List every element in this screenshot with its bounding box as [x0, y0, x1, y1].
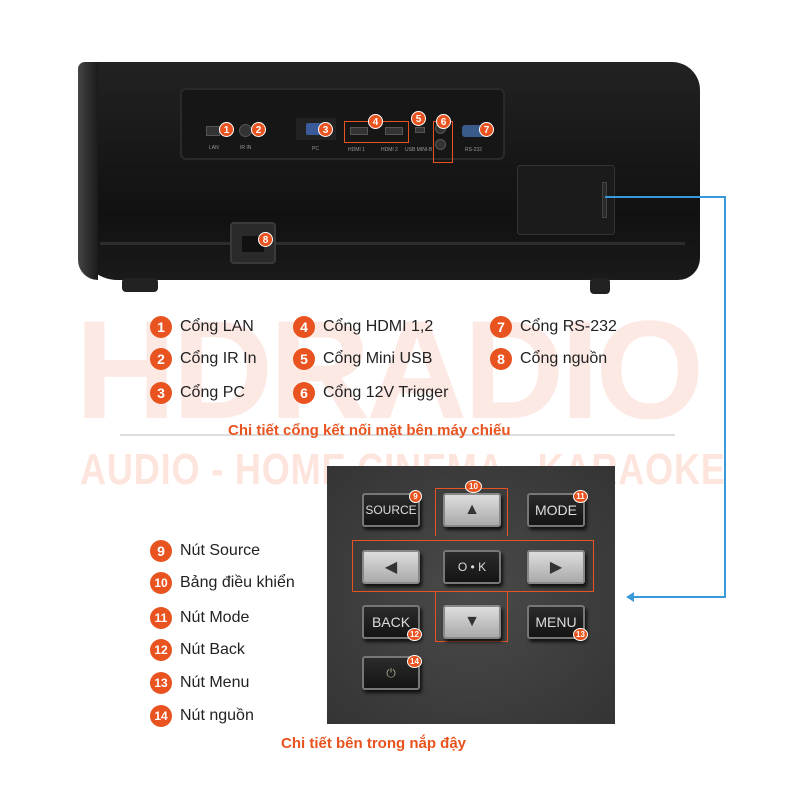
port-label: RS-232	[465, 147, 482, 153]
port-label: PC	[312, 146, 319, 152]
callout-badge: 12	[407, 628, 422, 641]
port-label: USB MINI-B	[405, 147, 433, 153]
port-label: LAN	[209, 145, 219, 151]
callout-badge: 14	[407, 655, 422, 668]
trigger-port-2	[435, 139, 446, 150]
connector-line	[632, 596, 726, 598]
callout-badge: 5	[411, 111, 426, 126]
dpad-highlight	[352, 540, 594, 592]
right-button[interactable]: ▶	[527, 550, 585, 584]
left-button[interactable]: ◀	[362, 550, 420, 584]
connector-line	[605, 196, 726, 198]
ir-port	[239, 124, 252, 137]
port-cover	[517, 165, 615, 235]
hdmi1-port	[350, 127, 368, 135]
ports-caption: Chi tiết cổng kết nối mặt bên máy chiếu	[228, 422, 511, 439]
divider	[120, 434, 675, 436]
port-label: HDMI 2	[381, 147, 398, 153]
arrow-icon	[626, 592, 634, 602]
usb-port	[415, 127, 425, 133]
watermark-logo: HDRADIO	[75, 291, 704, 448]
lan-port	[206, 126, 220, 136]
panel-caption: Chi tiết bên trong nắp đậy	[281, 735, 467, 752]
callout-badge: 6	[436, 114, 451, 129]
callout-badge: 7	[479, 122, 494, 137]
port-label: IR IN	[240, 145, 252, 151]
projector-foot	[122, 278, 158, 292]
callout-badge: 11	[573, 490, 588, 503]
callout-badge: 9	[409, 490, 422, 503]
connector-line	[724, 196, 726, 597]
callout-badge: 1	[219, 122, 234, 137]
callout-badge: 4	[368, 114, 383, 129]
up-button[interactable]: ▲	[443, 493, 501, 527]
projector-groove	[100, 242, 685, 245]
dpad-highlight	[435, 592, 508, 642]
port-label: HDMI 1	[348, 147, 365, 153]
callout-badge: 10	[465, 480, 482, 493]
hdmi2-port	[385, 127, 403, 135]
port-panel: LAN IR IN PC HDMI 1 HDMI 2 USB MINI-B RS…	[180, 88, 505, 160]
callout-badge: 2	[251, 122, 266, 137]
projector-edge	[78, 62, 98, 280]
callout-badge: 8	[258, 232, 273, 247]
callout-badge: 13	[573, 628, 588, 641]
projector-foot	[590, 278, 610, 294]
callout-badge: 3	[318, 122, 333, 137]
down-button[interactable]: ▼	[443, 605, 501, 639]
ok-button[interactable]: O • K	[443, 550, 501, 584]
